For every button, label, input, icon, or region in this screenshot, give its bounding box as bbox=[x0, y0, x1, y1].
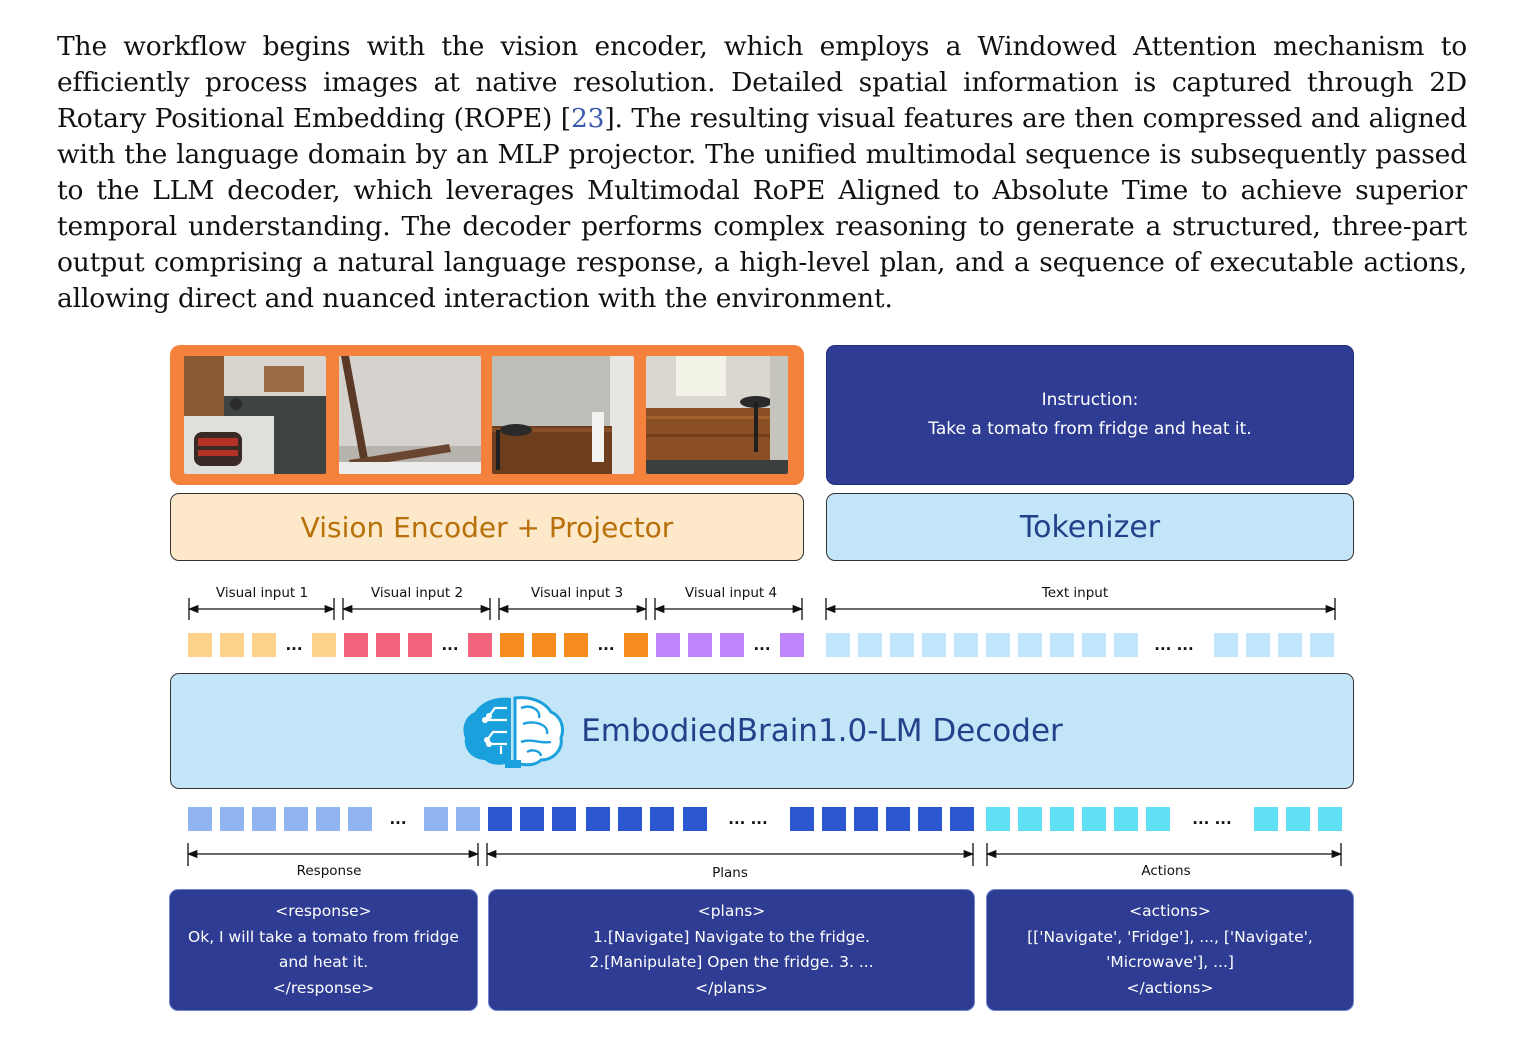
decoder-label: EmbodiedBrain1.0-LM Decoder bbox=[581, 713, 1063, 749]
response-line: and heat it. bbox=[278, 953, 369, 971]
plans-tokens bbox=[488, 807, 974, 831]
text-input-label: Text input bbox=[1041, 585, 1108, 601]
response-output-box: <response> Ok, I will take a tomato from… bbox=[169, 889, 478, 1011]
paragraph-text-b: ]. The resulting visual features are the… bbox=[57, 103, 1467, 314]
frame-image-2 bbox=[339, 356, 481, 474]
response-open-tag: <response> bbox=[275, 902, 372, 920]
visual-input-3-label: Visual input 3 bbox=[531, 585, 623, 601]
ellipsis: ... bbox=[389, 810, 406, 828]
tokenizer-box: Tokenizer bbox=[826, 493, 1354, 561]
actions-span-label: Actions bbox=[1141, 863, 1190, 879]
ellipsis: ... ... bbox=[1154, 636, 1193, 654]
ellipsis: ... ... bbox=[728, 810, 767, 828]
vision-encoder-projector-box: Vision Encoder + Projector bbox=[170, 493, 804, 561]
frame-image-4 bbox=[646, 356, 788, 474]
visual-1-tokens bbox=[188, 633, 336, 657]
response-close-tag: </response> bbox=[272, 978, 375, 997]
brain-icon bbox=[463, 696, 565, 768]
citation-link[interactable]: 23 bbox=[570, 103, 605, 134]
instruction-heading: Instruction: bbox=[1041, 390, 1139, 410]
text-tokens bbox=[826, 633, 1334, 657]
instruction-box: Instruction: Take a tomato from fridge a… bbox=[826, 345, 1354, 485]
plans-close-tag: </plans> bbox=[695, 978, 768, 997]
actions-line: [['Navigate', 'Fridge'], ..., ['Navigate… bbox=[1027, 927, 1313, 946]
actions-output-box: <actions> [['Navigate', 'Fridge'], ..., … bbox=[986, 889, 1354, 1011]
body-paragraph: The workflow begins with the vision enco… bbox=[57, 29, 1467, 317]
visual-input-4-label: Visual input 4 bbox=[685, 585, 777, 601]
plans-span-label: Plans bbox=[712, 865, 748, 881]
actions-close-tag: </actions> bbox=[1126, 978, 1214, 997]
visual-4-tokens bbox=[656, 633, 804, 657]
ellipsis: ... bbox=[597, 636, 614, 654]
response-span-label: Response bbox=[297, 863, 362, 879]
tokenizer-label: Tokenizer bbox=[1019, 509, 1161, 545]
ellipsis: ... bbox=[285, 636, 302, 654]
paragraph-text-a: The workflow begins with the vision enco… bbox=[57, 31, 1467, 134]
actions-tokens bbox=[986, 807, 1342, 831]
visual-input-2-label: Visual input 2 bbox=[371, 585, 463, 601]
visual-input-1-label: Visual input 1 bbox=[216, 585, 308, 601]
plans-line: 1.[Navigate] Navigate to the fridge. bbox=[593, 927, 870, 946]
visual-input-frames bbox=[170, 345, 804, 485]
plans-line: 2.[Manipulate] Open the fridge. 3. ... bbox=[589, 953, 874, 971]
ellipsis: ... ... bbox=[1192, 810, 1231, 828]
frame-image-1 bbox=[184, 356, 326, 474]
ellipsis: ... bbox=[753, 636, 770, 654]
input-token-rows: Visual input 1 Visual input 2 Visual inp… bbox=[187, 585, 1337, 657]
frame-image-3 bbox=[492, 356, 634, 474]
instruction-text: Take a tomato from fridge and heat it. bbox=[928, 419, 1252, 439]
response-tokens bbox=[188, 807, 480, 831]
visual-2-tokens bbox=[344, 633, 492, 657]
plans-output-box: <plans> 1.[Navigate] Navigate to the fri… bbox=[488, 889, 975, 1011]
vision-encoder-label: Vision Encoder + Projector bbox=[300, 510, 674, 544]
ellipsis: ... bbox=[441, 636, 458, 654]
decoder-box: EmbodiedBrain1.0-LM Decoder bbox=[170, 673, 1354, 789]
output-token-rows: ... ... ... ... ... Response Plans Actio… bbox=[186, 807, 1343, 881]
actions-line: 'Microwave'], ...] bbox=[1106, 953, 1234, 971]
response-line: Ok, I will take a tomato from fridge bbox=[188, 927, 459, 946]
visual-3-tokens bbox=[500, 633, 648, 657]
plans-open-tag: <plans> bbox=[697, 902, 766, 920]
actions-open-tag: <actions> bbox=[1129, 902, 1211, 920]
